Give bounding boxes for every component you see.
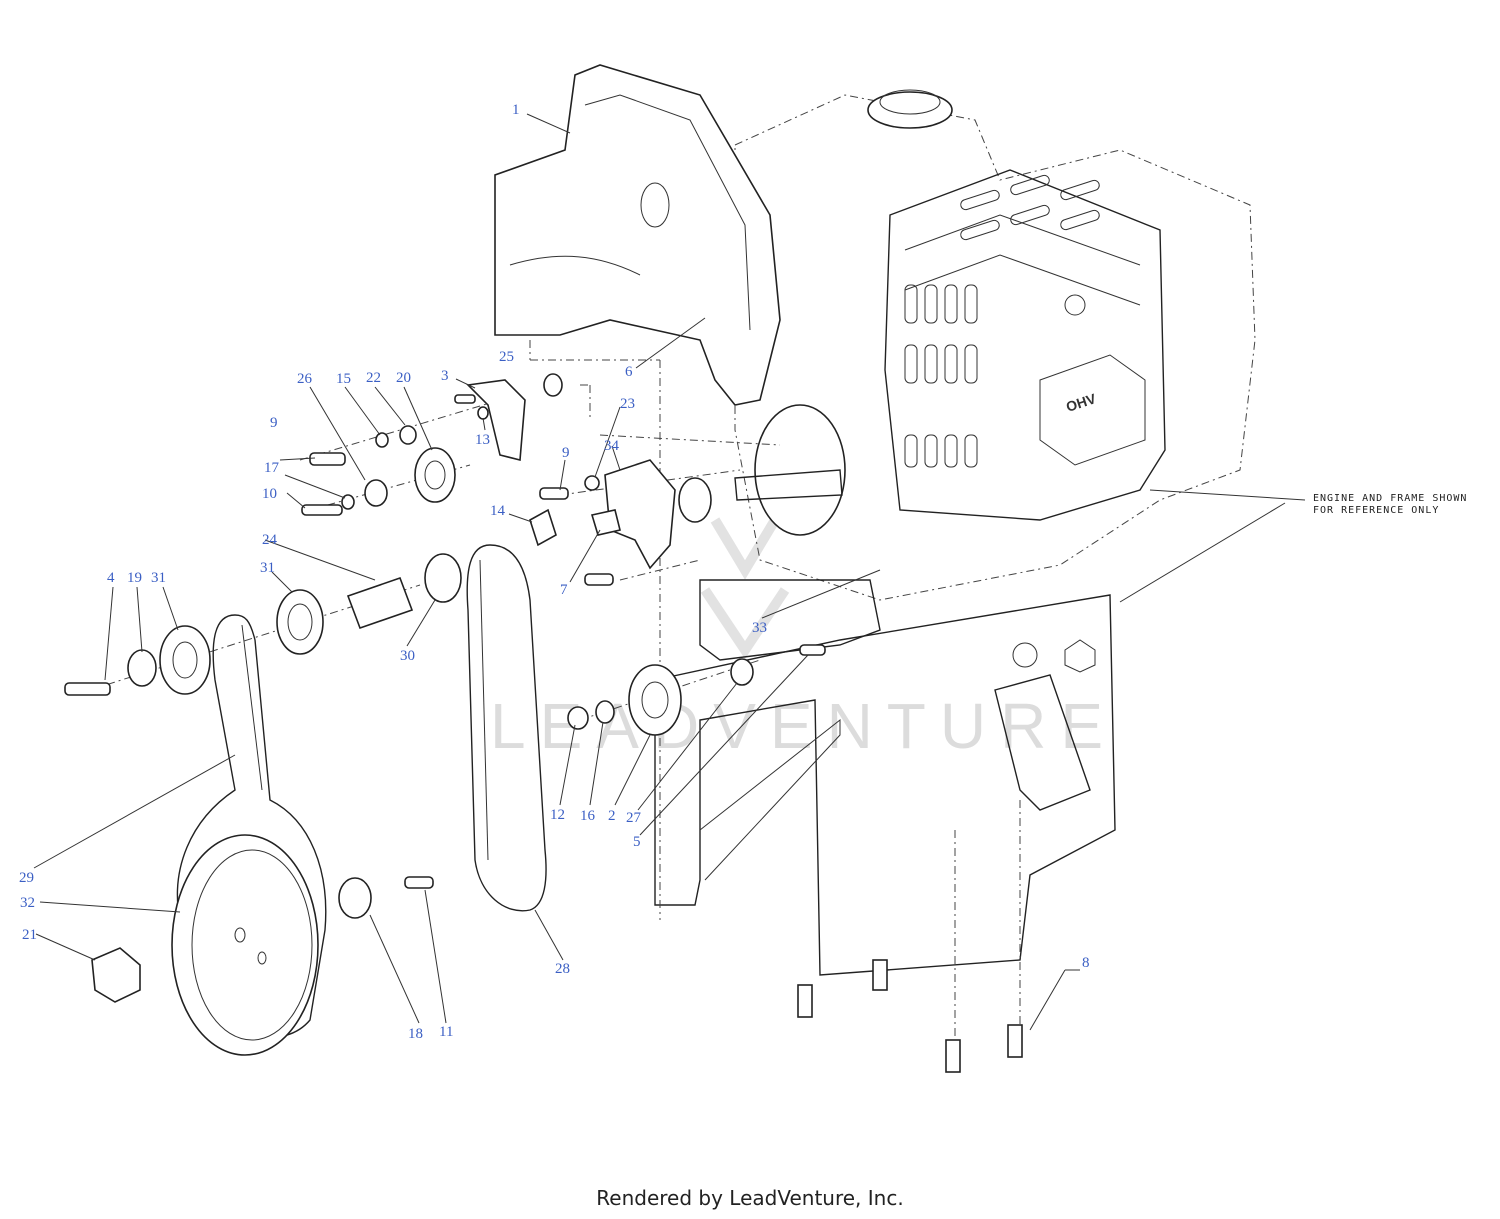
- pulley-20-icon: [414, 447, 456, 503]
- washer-17: [341, 494, 355, 510]
- bolt-10-icon: [301, 504, 343, 516]
- belt-28: [466, 544, 547, 912]
- frame-bolt-b-icon: [872, 959, 888, 991]
- washer-16: [595, 700, 615, 724]
- bolt-9a-icon: [309, 452, 346, 466]
- frame-plate: [654, 579, 1116, 976]
- washer-18: [338, 877, 372, 919]
- hardware: [64, 373, 1023, 1073]
- callout-9b: 9: [562, 445, 570, 461]
- idler-pulley-2-icon: [628, 664, 682, 736]
- nut-15: [375, 432, 389, 448]
- watermark-text: LEADVENTURE: [490, 690, 1117, 762]
- washer-30-icon: [424, 553, 462, 603]
- engine: OHV: [734, 89, 1256, 601]
- callout-1: 1: [512, 102, 520, 118]
- idler-bracket: [466, 379, 526, 462]
- callout-3: 3: [441, 368, 449, 384]
- belt-cover: [494, 64, 781, 406]
- bolt-9b-icon: [539, 487, 569, 500]
- callout-7: 7: [560, 582, 568, 598]
- callout-2: 2: [608, 808, 616, 824]
- washer-19: [127, 649, 157, 687]
- callout-8: 8: [1082, 955, 1090, 971]
- callout-31a: 31: [260, 560, 275, 576]
- spring-14-icon: [529, 508, 557, 547]
- bushing-24: [346, 576, 414, 630]
- nut-12: [567, 706, 589, 730]
- callout-32: 32: [20, 895, 35, 911]
- large-pulley-32-icon: [171, 834, 319, 1056]
- svg-text:OHV: OHV: [1064, 390, 1098, 415]
- spacer-27: [730, 658, 754, 686]
- bolt-11-icon: [404, 876, 434, 889]
- callout-28: 28: [555, 961, 570, 977]
- spacer-23: [584, 475, 600, 491]
- engine-crankshaft-icon: [734, 469, 843, 501]
- callout-29: 29: [19, 870, 34, 886]
- frame-bolt-a-icon: [797, 984, 813, 1018]
- bearing-31b-icon: [159, 625, 211, 695]
- callout-34: 34: [604, 438, 620, 454]
- hub-21-icon: [91, 947, 141, 1003]
- callout-23: 23: [620, 396, 635, 412]
- clip-13: [477, 406, 489, 420]
- callout-33: 33: [752, 620, 767, 636]
- reference-note-line1: ENGINE AND FRAME SHOWN: [1313, 493, 1467, 504]
- bolt-4-icon: [64, 682, 111, 696]
- shoulder-bolt-5-icon: [799, 644, 826, 656]
- bearing-31a-icon: [276, 589, 324, 655]
- callout-24: 24: [262, 532, 278, 548]
- bolt-7b-icon: [584, 573, 614, 586]
- watermark-logo: [700, 517, 790, 660]
- callout-22: 22: [366, 370, 381, 386]
- callout-15: 15: [336, 371, 351, 387]
- callout-12: 12: [550, 807, 565, 823]
- callout-14: 14: [490, 503, 506, 519]
- callout-18: 18: [408, 1026, 423, 1042]
- callout-27: 27: [626, 810, 642, 826]
- washer-22: [399, 425, 417, 445]
- callout-16: 16: [580, 808, 596, 824]
- callout-labels: 1 2 3 4 5 6 7 8 9 9 10 11 12 13 14 15 16…: [19, 102, 1090, 1042]
- callout-11: 11: [439, 1024, 453, 1040]
- spacer-25: [543, 373, 563, 397]
- frame-bracket: [994, 674, 1091, 811]
- callout-25: 25: [499, 349, 514, 365]
- spacer-26: [364, 479, 388, 507]
- bracket-7a: [590, 509, 621, 536]
- callout-21: 21: [22, 927, 37, 943]
- leader-lines: [33, 113, 1306, 1031]
- frame-bolt-8-icon: [1007, 1024, 1023, 1058]
- callout-17: 17: [264, 460, 280, 476]
- callout-26: 26: [297, 371, 313, 387]
- engine-crankshaft-housing: [754, 404, 846, 536]
- callout-19: 19: [127, 570, 142, 586]
- callout-31b: 31: [151, 570, 166, 586]
- bearing-upper-icon: [678, 477, 712, 523]
- callout-10: 10: [262, 486, 277, 502]
- engine-top-slots: [960, 174, 1100, 241]
- engine-cooling-fins: [904, 284, 978, 468]
- callout-9a: 9: [270, 415, 278, 431]
- callout-6: 6: [625, 364, 633, 380]
- callout-30: 30: [400, 648, 415, 664]
- callout-13: 13: [475, 432, 490, 448]
- idler-bracket-stud: [454, 394, 476, 404]
- callout-4: 4: [107, 570, 115, 586]
- footer-credit: Rendered by LeadVenture, Inc.: [596, 1186, 904, 1210]
- frame-bolt-c-icon: [945, 1039, 961, 1073]
- fuel-cap-icon: [867, 91, 953, 129]
- reference-note-line2: FOR REFERENCE ONLY: [1313, 505, 1439, 516]
- callout-20: 20: [396, 370, 411, 386]
- callout-5: 5: [633, 834, 641, 850]
